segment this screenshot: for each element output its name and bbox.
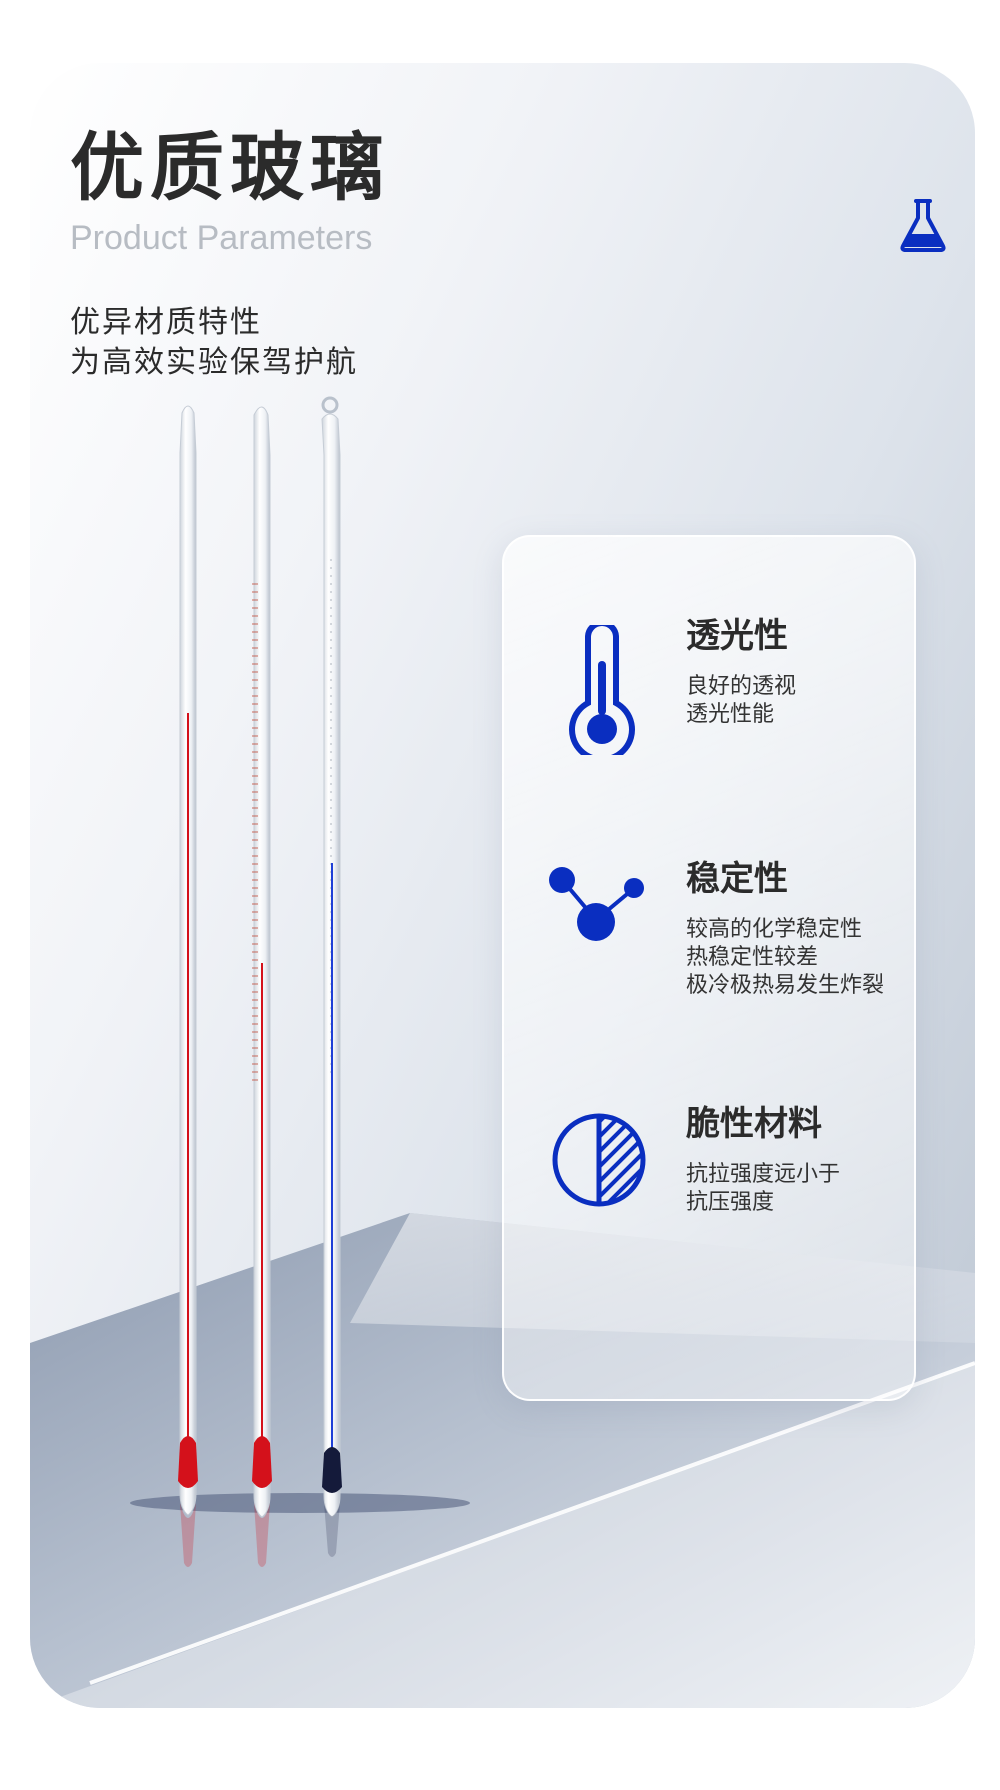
feature-title: 稳定性 <box>686 859 788 899</box>
feature-desc-line: 良好的透视 <box>686 674 797 699</box>
feature-title: 脆性材料 <box>686 1104 822 1144</box>
thermometers-illustration <box>178 396 342 1567</box>
feature-desc-line: 热稳定性较差 <box>686 945 819 970</box>
product-card: 优质玻璃 Product Parameters 优异材质特性 为高效实验保驾护航… <box>30 63 975 1708</box>
half-hatched-circle-icon <box>552 1113 646 1207</box>
feature-desc-line: 抗拉强度远小于 <box>686 1162 841 1187</box>
tagline-line-1: 优异材质特性 <box>70 305 262 340</box>
thermometer-2 <box>252 406 272 1567</box>
feature-description: 较高的化学稳定性 热稳定性较差 极冷极热易发生炸裂 <box>686 916 884 1000</box>
page-title: 优质玻璃 <box>70 125 390 211</box>
feature-description: 抗拉强度远小于 抗压强度 <box>686 1161 840 1217</box>
thermometer-1 <box>178 405 198 1567</box>
feature-title: 透光性 <box>686 616 788 656</box>
feature-desc-line: 极冷极热易发生炸裂 <box>686 973 885 998</box>
feature-desc-line: 透光性能 <box>686 702 775 727</box>
thermometer-icon <box>569 625 635 755</box>
feature-desc-line: 抗压强度 <box>686 1190 775 1215</box>
page-subtitle: Product Parameters <box>70 219 373 257</box>
feature-desc-line: 较高的化学稳定性 <box>686 917 863 942</box>
molecule-icon <box>549 867 644 941</box>
flask-icon <box>900 199 946 252</box>
thermometer-3 <box>321 396 342 1557</box>
tagline: 优异材质特性 为高效实验保驾护航 <box>70 303 358 383</box>
tagline-line-2: 为高效实验保驾护航 <box>70 345 358 380</box>
feature-description: 良好的透视 透光性能 <box>686 673 796 729</box>
features-panel: 透光性 良好的透视 透光性能 稳定性 较高的化学稳定性 热稳定性较差 极冷极热易… <box>502 535 916 1401</box>
